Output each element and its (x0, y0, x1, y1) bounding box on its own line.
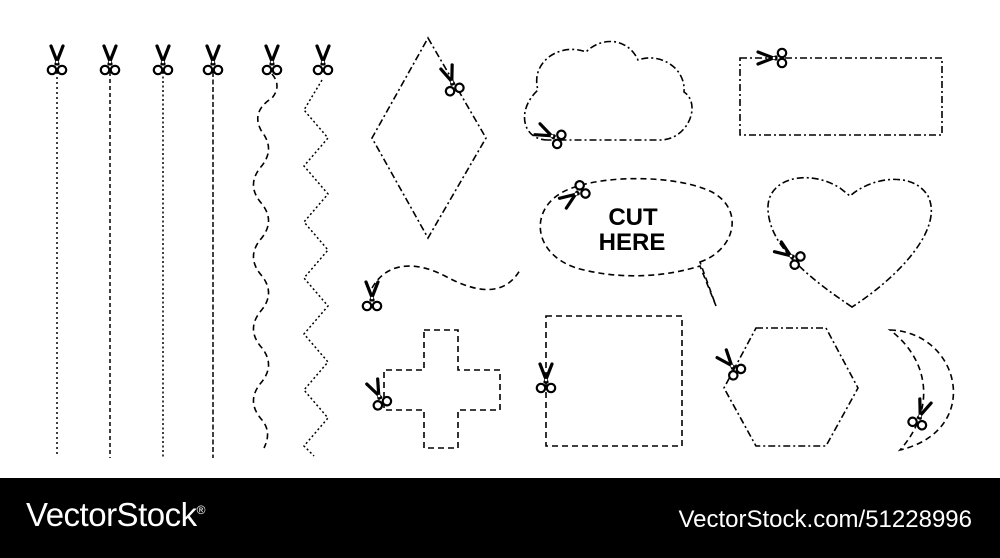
scissors-icon (532, 119, 569, 152)
heart-cut-shape (767, 176, 933, 308)
wavy-dashed-cut-line (252, 73, 278, 449)
curved-dashed-cut-line (371, 265, 521, 291)
scissors-icon (312, 44, 334, 76)
clip-art-canvas: CUT HERE (46, 36, 955, 458)
image-id-label: VectorStock.com/51228996 (678, 506, 972, 533)
square-cut-shape (545, 315, 683, 447)
scissors-icon (261, 44, 283, 76)
scissors-icon (152, 44, 174, 76)
scissors-icon (436, 62, 467, 99)
cut-here-label-line2: HERE (599, 229, 666, 256)
scissors-icon (535, 362, 557, 394)
registered-mark: ® (196, 503, 206, 517)
scissors-icon (361, 280, 383, 312)
scissors-icon (99, 44, 121, 76)
rectangle-cut-shape (739, 57, 943, 136)
scissors-icon (202, 44, 224, 76)
vectorstock-logo: VectorStock® (26, 496, 205, 534)
scissors-icon (362, 376, 395, 413)
scissors-icon (46, 44, 68, 76)
cloud-cut-shape (523, 40, 693, 141)
diamond-cut-shape (371, 36, 487, 240)
plus-cross-cut-shape (383, 329, 501, 449)
speech-bubble-cut-shape (539, 177, 733, 307)
crescent-moon-cut-shape (887, 329, 955, 452)
scissors-icon (905, 396, 936, 433)
cut-here-label-line1: CUT (608, 204, 658, 231)
scissors-icon (771, 237, 808, 273)
hexagon-cut-shape (723, 327, 859, 447)
vertical-dotted-cut-lines (56, 72, 214, 458)
scissors-icon (756, 47, 788, 69)
zigzag-dotted-cut-line (302, 79, 329, 457)
watermark-footer: VectorStock® VectorStock.com/51228996 (0, 478, 1000, 558)
brand-name: VectorStock (26, 496, 197, 533)
